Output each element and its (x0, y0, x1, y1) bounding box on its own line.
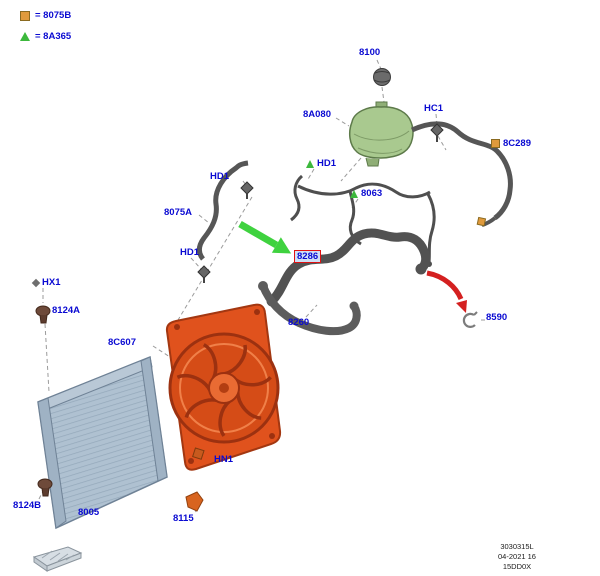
label-8260[interactable]: 8260 (288, 317, 310, 328)
pointer-arrow-green (238, 220, 292, 254)
plug-8124b-part[interactable] (37, 478, 53, 497)
clip-8590-part[interactable] (462, 311, 478, 328)
hose-8075a-part[interactable] (196, 160, 249, 261)
clip-triangle-icon (306, 159, 314, 168)
fan-shroud-part[interactable] (165, 303, 282, 471)
label-8124b[interactable]: 8124B (13, 500, 41, 511)
pressure-cap-part[interactable] (373, 68, 391, 86)
sheet-code: 15DD0X (502, 561, 532, 571)
clip-hn1-part[interactable] (192, 447, 205, 460)
drawing-number: 3030315L (500, 542, 534, 551)
bolt-hd1-low-part[interactable] (197, 265, 211, 283)
label-hd1-low[interactable]: HD1 (180, 247, 200, 258)
label-8005[interactable]: 8005 (78, 507, 100, 518)
bolt-diamond-icon (31, 278, 41, 287)
air-deflector-part[interactable] (32, 546, 83, 572)
legend-square-row: = 8075B (20, 10, 71, 21)
label-8c289[interactable]: 8C289 (491, 138, 531, 149)
label-hd1-top[interactable]: HD1 (210, 171, 230, 182)
label-hx1[interactable]: HX1 (31, 277, 60, 288)
date-code: 04-2021 16 (498, 551, 536, 561)
label-8a080[interactable]: 8A080 (303, 109, 331, 120)
hose-clip-square-part[interactable] (476, 216, 487, 227)
label-hn1[interactable]: HN1 (214, 454, 234, 465)
expansion-tank-part[interactable] (348, 101, 414, 167)
label-hc1[interactable]: HC1 (424, 103, 444, 114)
label-8100[interactable]: 8100 (359, 47, 381, 58)
legend-square-label: = 8075B (35, 10, 72, 21)
hose-8260-part[interactable] (258, 281, 361, 336)
label-8063[interactable]: 8063 (350, 188, 382, 199)
legend-triangle-icon (20, 32, 30, 41)
label-8c607[interactable]: 8C607 (108, 337, 136, 348)
plug-8124a-part[interactable] (35, 305, 51, 324)
label-8075a[interactable]: 8075A (164, 207, 192, 218)
pointer-arrow-red (426, 270, 467, 313)
legend-triangle-label: = 8A365 (35, 31, 72, 42)
bolt-hc1-part[interactable] (430, 123, 444, 142)
bracket-8115-part[interactable] (185, 491, 204, 512)
clip-triangle-icon (350, 189, 358, 198)
label-8286-highlighted[interactable]: 8286 (294, 250, 322, 263)
legend-triangle-row: = 8A365 (20, 31, 71, 42)
plate-info: 3030315L 04-2021 16 15DD0X (482, 542, 552, 571)
heater-tubes-part[interactable] (290, 174, 436, 263)
legend-square-icon (20, 10, 30, 21)
clip-square-icon (491, 139, 500, 148)
label-8590[interactable]: 8590 (486, 312, 508, 323)
label-8124a[interactable]: 8124A (52, 305, 80, 316)
label-hd1-mid[interactable]: HD1 (306, 158, 336, 169)
bolt-hd1-top-part[interactable] (240, 181, 254, 199)
radiator-part[interactable] (37, 355, 168, 530)
hose-8286-part[interactable] (266, 228, 431, 307)
label-8115[interactable]: 8115 (173, 513, 194, 524)
